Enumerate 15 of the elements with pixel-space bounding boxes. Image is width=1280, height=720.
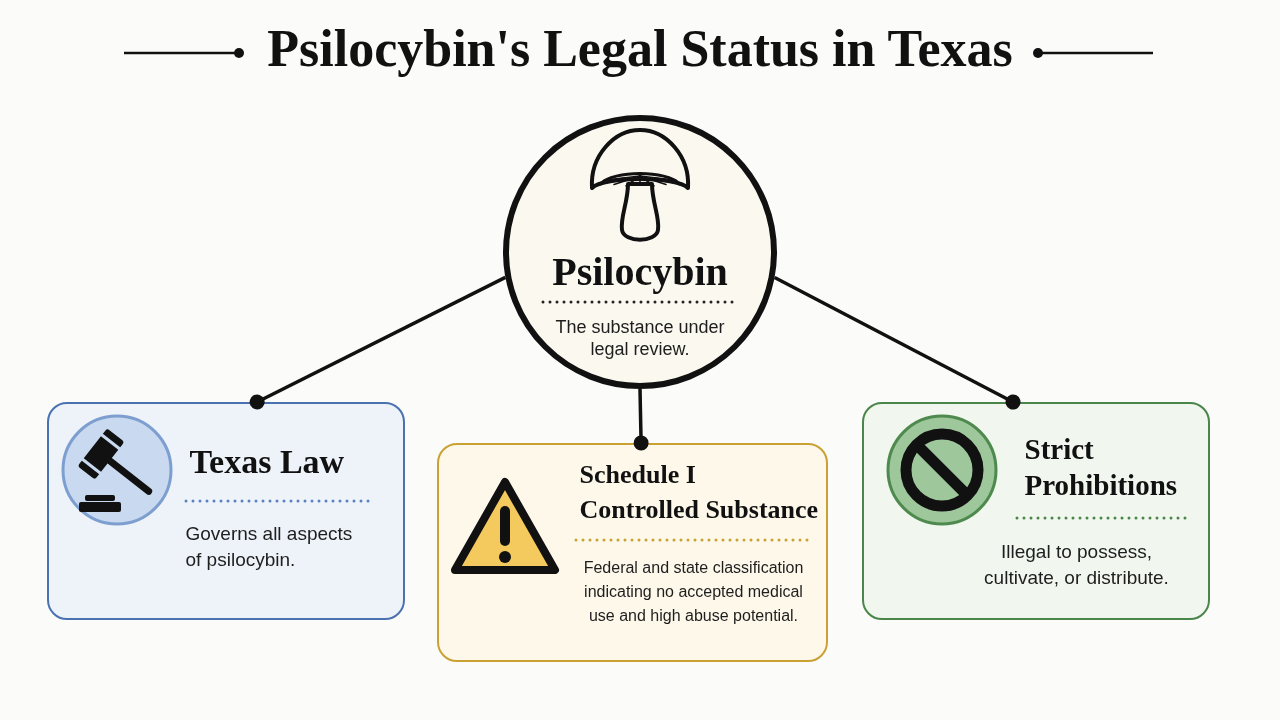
card-title: Schedule I Controlled Substance [579, 458, 819, 526]
card-title: Texas Law [189, 442, 346, 480]
card-description: Governs all aspects of psilocybin. [185, 521, 354, 573]
connector-line [633, 388, 649, 451]
card-description: Federal and state classification indicating no accepted medical use and high abuse potential. [582, 557, 805, 627]
info-card [862, 402, 1210, 620]
diagram-title: Psilocybin's Legal Status in Texas [267, 20, 1013, 78]
info-card [47, 402, 405, 620]
card-title: Psilocybin [551, 250, 729, 294]
connector-line [773, 275, 1021, 410]
connector-line [249, 275, 507, 410]
card-description: Illegal to possess, cultivate, or distribute. [983, 539, 1170, 591]
card-title: Strict Prohibitions [1024, 431, 1179, 504]
info-card [437, 443, 828, 662]
card-description: The substance under legal review. [554, 317, 726, 361]
